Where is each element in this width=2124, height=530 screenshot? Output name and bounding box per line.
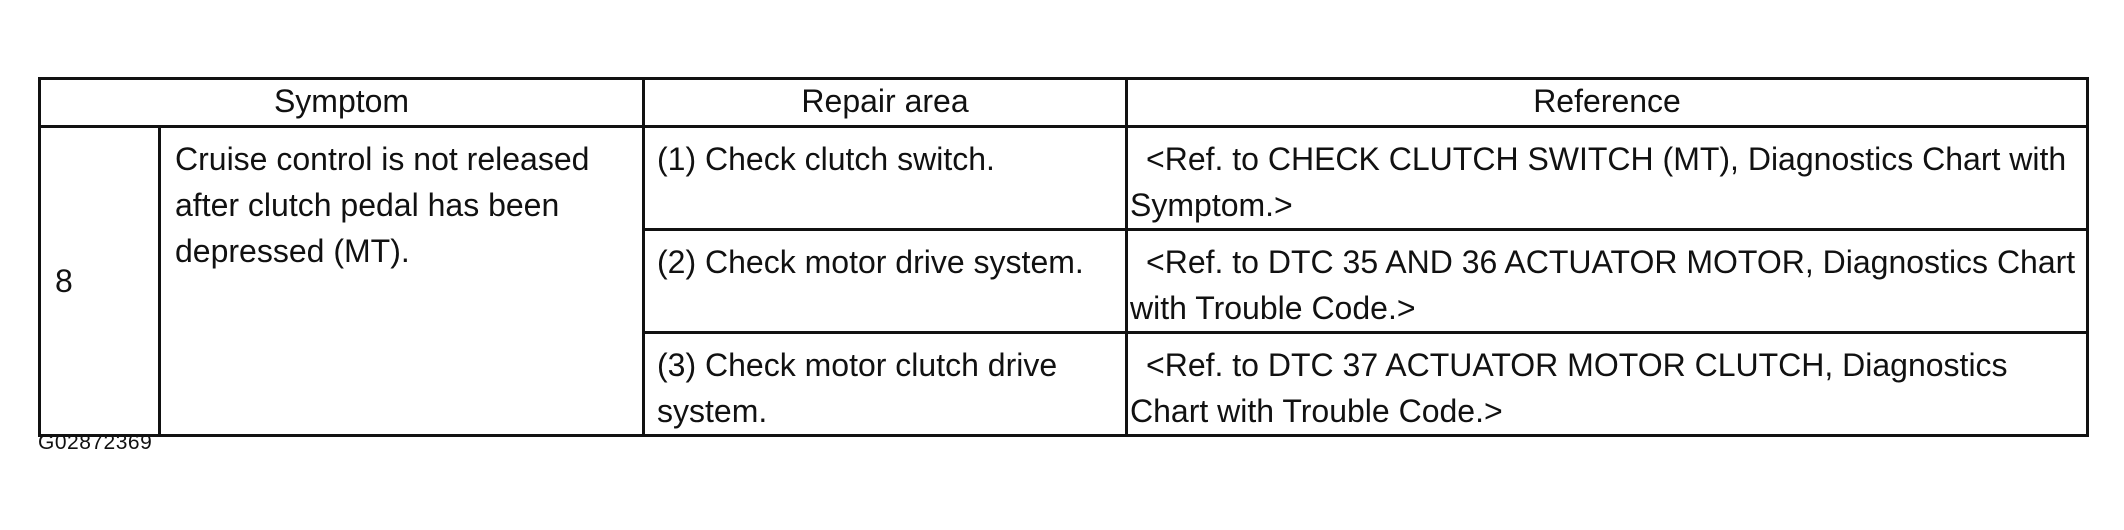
repair-area-cell: (2) Check motor drive system. — [642, 228, 1129, 334]
reference-cell: <Ref. to DTC 37 ACTUATOR MOTOR CLUTCH, D… — [1125, 331, 2090, 437]
reference-cell: <Ref. to DTC 35 AND 36 ACTUATOR MOTOR, D… — [1125, 228, 2090, 334]
header-repair-area: Repair area — [642, 77, 1129, 128]
figure-id: G02872369 — [38, 431, 153, 454]
repair-area-cell: (1) Check clutch switch. — [642, 125, 1129, 231]
repair-area-cell: (3) Check motor clutch drive system. — [642, 331, 1129, 437]
diagnostics-table: Symptom Repair area Reference 8 Cruise c… — [37, 77, 2090, 437]
table-header-row: Symptom Repair area Reference — [37, 77, 2090, 128]
header-symptom: Symptom — [37, 77, 646, 128]
symptom-cell: Cruise control is not released after clu… — [157, 125, 646, 437]
table-row: (3) Check motor clutch drive system. <Re… — [40, 331, 2090, 437]
row-number: 8 — [38, 125, 161, 437]
reference-text: <Ref. to DTC 35 AND 36 ACTUATOR MOTOR, D… — [1130, 244, 2076, 326]
reference-cell: <Ref. to CHECK CLUTCH SWITCH (MT), Diagn… — [1125, 125, 2090, 231]
reference-text: <Ref. to CHECK CLUTCH SWITCH (MT), Diagn… — [1130, 141, 2067, 223]
reference-text: <Ref. to DTC 37 ACTUATOR MOTOR CLUTCH, D… — [1130, 347, 2008, 429]
header-reference: Reference — [1125, 77, 2090, 128]
table-row: 8 Cruise control is not released after c… — [38, 125, 2090, 437]
table-row: (2) Check motor drive system. <Ref. to D… — [40, 228, 2090, 334]
